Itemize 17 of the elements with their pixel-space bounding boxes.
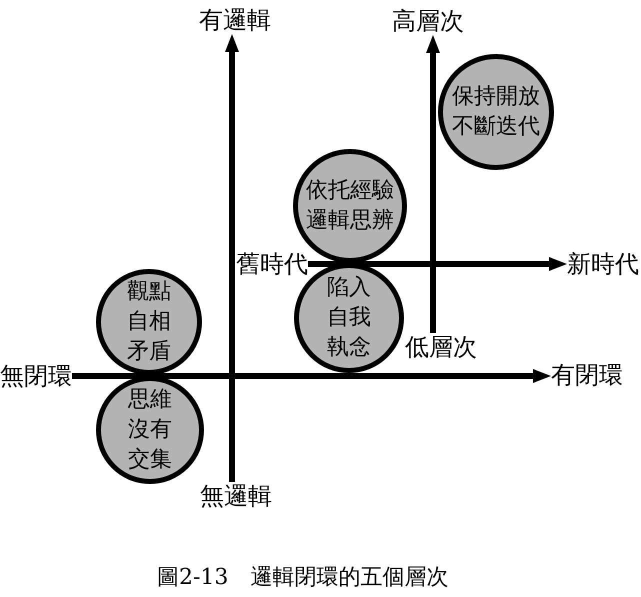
- axis-label: 有邏輯: [199, 6, 271, 34]
- axis-label: 有閉環: [551, 361, 623, 389]
- axis-label: 新時代: [567, 250, 639, 278]
- circle-label: 保持開放不斷迭代: [452, 83, 540, 141]
- axis-label: 無閉環: [0, 362, 72, 390]
- axis-label: 無邏輯: [200, 482, 272, 510]
- arrow: [225, 34, 239, 482]
- axis-label: 高層次: [392, 7, 464, 35]
- circle-label: 陷入自我執念: [327, 274, 371, 362]
- arrow: [308, 257, 567, 271]
- arrow: [426, 35, 440, 333]
- figure-caption: 圖2-13 邏輯閉環的五個層次: [157, 565, 448, 591]
- axis-label: 低層次: [405, 333, 477, 361]
- circle-label: 依托經驗邏輯思辨: [306, 177, 394, 235]
- circle-label: 思維沒有交集: [128, 386, 172, 474]
- axis-label: 舊時代: [236, 250, 308, 278]
- circle-label: 觀點自相矛盾: [127, 278, 171, 366]
